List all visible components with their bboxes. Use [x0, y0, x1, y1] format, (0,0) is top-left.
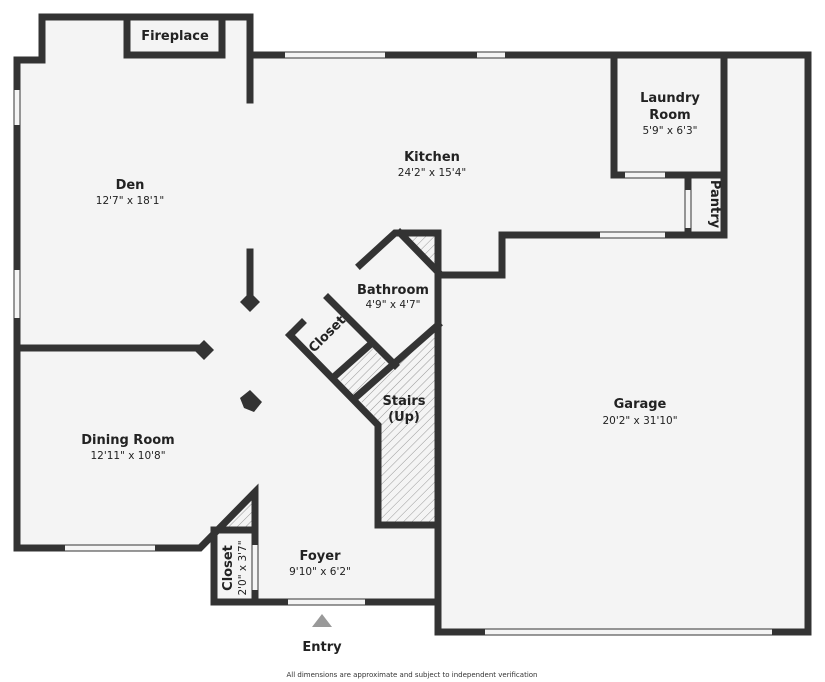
wall-bath-diag: [395, 228, 443, 277]
stairs-label-1: Stairs: [383, 394, 426, 409]
stair-landing-hatch: [336, 345, 392, 398]
wall-stairs: [285, 330, 442, 529]
wall-landing: [331, 338, 377, 380]
disclaimer: All dimensions are approximate and subje…: [287, 671, 538, 679]
den-dim: 12'7" x 18'1": [96, 195, 164, 207]
bathroom-label: Bathroom: [357, 283, 429, 298]
column: [240, 292, 260, 312]
foyer-label: Foyer: [300, 549, 342, 564]
kitchen-label: Kitchen: [404, 150, 460, 165]
foyer-closet-dim: 2'0" x 3'7": [237, 540, 249, 595]
laundry-dim: 5'9" x 6'3": [642, 125, 697, 137]
column: [240, 390, 262, 412]
garage-label: Garage: [614, 397, 667, 412]
fireplace-label: Fireplace: [141, 29, 209, 44]
pantry-label: Pantry: [707, 180, 722, 229]
foyer-dim: 9'10" x 6'2": [289, 566, 351, 578]
stairs-hatch: [355, 325, 438, 525]
bathroom-dim: 4'9" x 4'7": [365, 299, 420, 311]
wall-closet-stub: [285, 318, 307, 340]
column: [194, 340, 214, 360]
den-label: Den: [116, 178, 145, 193]
wall-bathroom: [355, 229, 442, 279]
floor-area: [17, 17, 808, 632]
wall-closet-bath: [323, 293, 400, 370]
wall-stairs-top: [350, 320, 443, 403]
windows: [14, 52, 772, 635]
dining-label: Dining Room: [81, 433, 174, 448]
stairs-label-2: (Up): [388, 410, 420, 425]
laundry-label-2: Room: [649, 108, 690, 123]
entry-label: Entry: [302, 640, 342, 655]
wall-outer-west: [13, 13, 254, 552]
laundry-label-1: Laundry: [640, 91, 700, 106]
dining-dim: 12'11" x 10'8": [90, 450, 165, 462]
foyer-closet-label: Closet: [221, 545, 236, 591]
garage-dim: 20'2" x 31'10": [602, 415, 677, 427]
kitchen-dim: 24'2" x 15'4": [398, 167, 466, 179]
entry-arrow-icon: [312, 614, 332, 627]
fireplace-box: [123, 13, 226, 59]
